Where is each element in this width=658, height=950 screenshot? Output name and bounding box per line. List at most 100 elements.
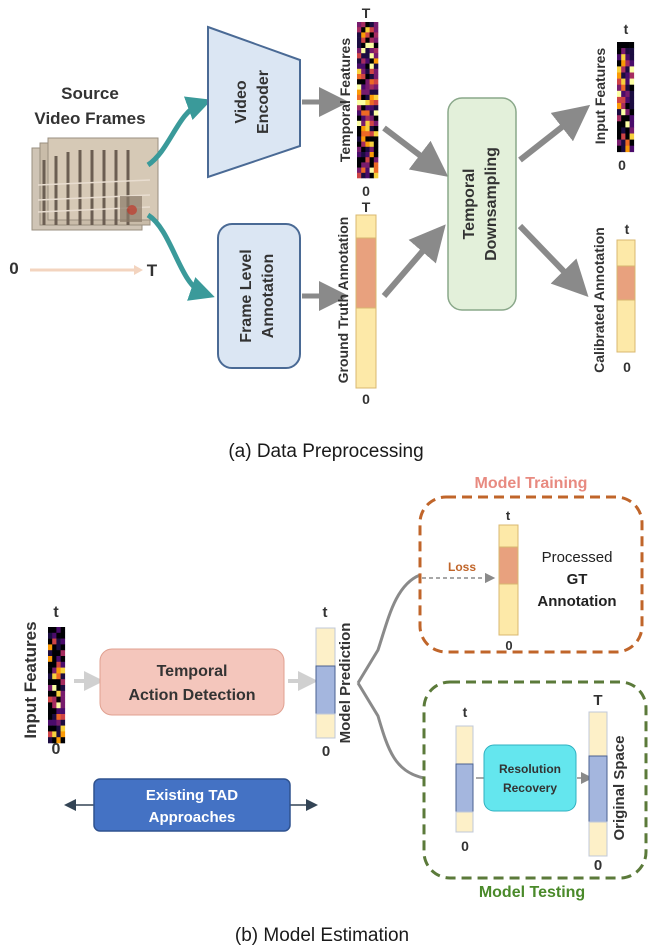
heatmap-cell [373, 141, 379, 148]
heatmap-cell [48, 667, 53, 674]
heatmap-cell [60, 685, 66, 692]
processed-gt-bar [498, 524, 519, 636]
heatmap-cell [361, 74, 366, 80]
temporal-features-bottom: 0 [362, 183, 370, 199]
heatmap-cell [365, 53, 370, 59]
heatmap-cell [629, 60, 635, 67]
arrow-frames-to-annotation [146, 212, 215, 301]
heatmap-cell [48, 632, 53, 639]
heatmap-cell [617, 90, 622, 98]
heatmap-cell [56, 667, 61, 674]
heatmap-cell [373, 58, 379, 64]
heatmap-cell [365, 115, 370, 122]
input-features-a-heatmap [617, 42, 635, 153]
heatmap-cell [373, 94, 379, 101]
heatmap-cell [621, 72, 626, 79]
heatmap-cell [369, 94, 375, 101]
heatmap-cell [56, 714, 61, 721]
input-features-a-top: t [624, 21, 629, 37]
heatmap-cell [357, 141, 362, 148]
heatmap-cell [361, 136, 366, 142]
heatmap-cell [373, 42, 379, 49]
heatmap-cell [357, 115, 362, 122]
heatmap-cell [629, 78, 635, 85]
heatmap-cell [52, 650, 57, 657]
heatmap-cell [361, 79, 366, 85]
heatmap-cell [60, 627, 66, 634]
recovery-line2: Recovery [503, 781, 557, 795]
heatmap-cell [357, 68, 362, 75]
heatmap-cell [357, 100, 362, 106]
heatmap-cell [60, 702, 66, 709]
heatmap-cell [361, 141, 366, 148]
tad-box [99, 648, 285, 716]
heatmap-cell [365, 48, 370, 54]
heatmap-cell [617, 109, 622, 116]
heatmap-cell [60, 725, 66, 732]
loss-label: Loss [448, 560, 476, 574]
input-features-b-heatmap [48, 627, 66, 744]
heatmap-cell [60, 679, 66, 686]
heatmap-cell [361, 27, 366, 33]
prediction-bottom: 0 [322, 743, 330, 760]
heatmap-cell [369, 115, 375, 122]
heatmap-cell [52, 685, 57, 692]
heatmap-cell [629, 48, 635, 55]
heatmap-cell [48, 690, 53, 697]
heatmap-cell [48, 708, 53, 715]
heatmap-cell [357, 22, 362, 28]
heatmap-cell [369, 53, 375, 59]
heatmap-cell [60, 644, 66, 651]
heatmap-cell [357, 84, 362, 90]
heatmap-cell [621, 121, 626, 128]
heatmap-cell [369, 172, 375, 179]
testing-group [422, 680, 648, 880]
heatmap-cell [625, 84, 630, 92]
heatmap-cell [625, 96, 630, 104]
heatmap-cell [629, 103, 635, 110]
heatmap-cell [625, 121, 630, 128]
heatmap-cell [361, 58, 366, 64]
original-top: T [593, 692, 602, 709]
heatmap-cell [625, 60, 630, 67]
heatmap-cell [357, 53, 362, 59]
heatmap-cell [56, 644, 61, 651]
heatmap-cell [617, 115, 622, 122]
prediction-top: t [323, 604, 328, 621]
heatmap-cell [625, 66, 630, 73]
frame-annotation-box [217, 223, 301, 369]
heatmap-cell [617, 48, 622, 55]
heatmap-cell [373, 157, 379, 163]
heatmap-cell [52, 638, 57, 645]
processed-line1: Processed [542, 549, 613, 566]
input-features-a-label: Input Features [592, 48, 608, 145]
heatmap-cell [357, 157, 362, 163]
heatmap-cell [60, 661, 66, 668]
heatmap-cell [625, 72, 630, 79]
heatmap-cell [361, 120, 366, 127]
heatmap-cell [60, 719, 66, 726]
heatmap-cell [357, 131, 362, 137]
testing-bar-bottom: 0 [461, 838, 469, 854]
heatmap-cell [621, 139, 626, 146]
heatmap-cell [617, 145, 622, 153]
heatmap-cell [369, 105, 375, 111]
heatmap-cell [48, 725, 53, 732]
heatmap-cell [365, 68, 370, 75]
heatmap-cell [52, 714, 57, 721]
heatmap-cell [629, 127, 635, 134]
gt-annotation-bar [355, 214, 377, 389]
heatmap-cell [621, 145, 626, 153]
heatmap-cell [369, 146, 375, 153]
heatmap-cell [52, 702, 57, 709]
arrow-frames-to-encoder [146, 96, 212, 168]
heatmap-cell [369, 32, 375, 38]
heatmap-cell [629, 96, 635, 104]
heatmap-cell [365, 63, 370, 70]
heatmap-cell [369, 84, 375, 90]
heatmap-cell [373, 89, 379, 96]
heatmap-cell [373, 162, 379, 168]
heatmap-cell [60, 731, 66, 738]
heatmap-cell [361, 100, 366, 106]
heatmap-cell [357, 172, 362, 179]
